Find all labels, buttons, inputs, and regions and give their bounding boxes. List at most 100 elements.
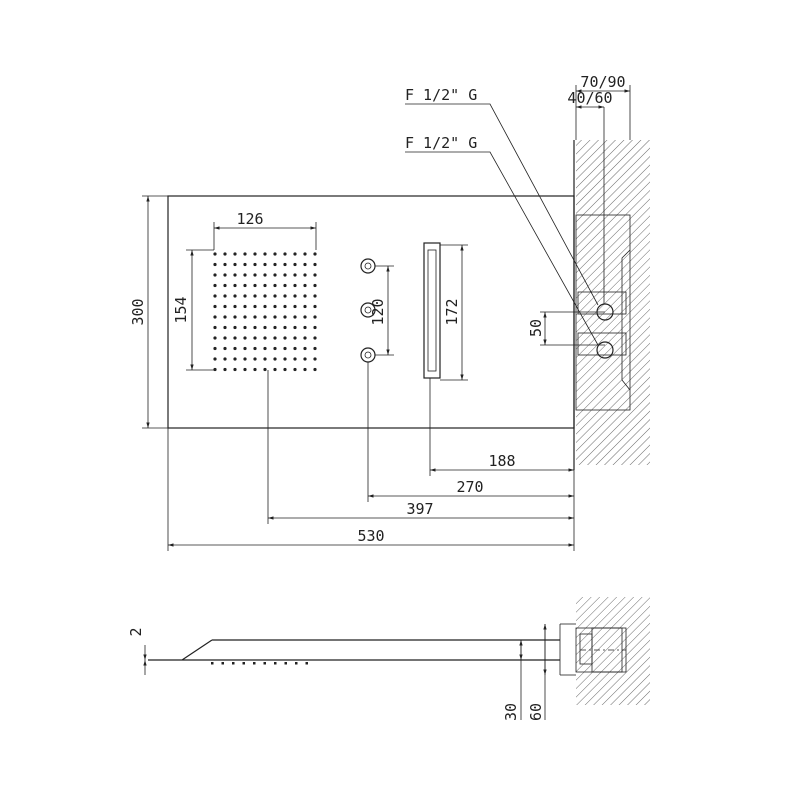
rain-nozzle bbox=[283, 252, 287, 256]
rain-nozzle bbox=[243, 346, 247, 351]
rain-nozzle bbox=[303, 367, 307, 372]
dim-height: 300 bbox=[129, 298, 147, 325]
rain-nozzle bbox=[283, 336, 287, 340]
rain-nozzle bbox=[213, 283, 217, 288]
dim-total-width: 530 bbox=[357, 527, 384, 545]
rain-nozzle bbox=[303, 346, 307, 351]
rain-nozzle bbox=[263, 273, 267, 277]
rain-nozzle bbox=[293, 252, 297, 256]
side-nozzle bbox=[232, 662, 235, 665]
inlet-2 bbox=[596, 341, 614, 359]
side-nozzle bbox=[284, 662, 287, 665]
rain-nozzle bbox=[253, 336, 257, 340]
rain-nozzle bbox=[293, 325, 297, 330]
rain-nozzle bbox=[263, 357, 267, 361]
rain-nozzle bbox=[213, 325, 217, 330]
rain-nozzle bbox=[253, 262, 257, 267]
rain-nozzle bbox=[233, 325, 237, 330]
rain-nozzle bbox=[233, 283, 237, 288]
panel-profile bbox=[148, 639, 560, 661]
rain-nozzle bbox=[213, 367, 217, 372]
wall-recess bbox=[575, 214, 631, 411]
rain-nozzle bbox=[253, 367, 257, 372]
dim-rain-offset: 397 bbox=[406, 500, 433, 518]
rain-nozzle bbox=[293, 336, 297, 340]
rain-nozzle bbox=[223, 273, 227, 277]
rain-nozzle bbox=[303, 294, 307, 298]
rain-nozzle bbox=[283, 304, 287, 309]
wall-section bbox=[576, 140, 650, 465]
rain-nozzle bbox=[243, 252, 247, 256]
rain-nozzle bbox=[283, 357, 287, 361]
rain-nozzle bbox=[253, 325, 257, 330]
rain-nozzle bbox=[253, 346, 257, 351]
rain-nozzle bbox=[273, 336, 277, 340]
side-nozzle bbox=[305, 662, 308, 665]
inlet-label-1: F 1/2" G bbox=[405, 86, 477, 104]
rain-nozzle bbox=[243, 294, 247, 298]
side-nozzle bbox=[221, 662, 224, 665]
rain-nozzle bbox=[263, 367, 267, 372]
rain-nozzle bbox=[303, 252, 307, 256]
rain-nozzle bbox=[303, 304, 307, 309]
rain-nozzle bbox=[243, 315, 247, 319]
rain-nozzle bbox=[243, 262, 247, 267]
rain-nozzle bbox=[263, 252, 267, 256]
waterfall-outlet bbox=[423, 242, 441, 379]
rain-nozzle bbox=[213, 294, 217, 298]
body-jet bbox=[360, 258, 376, 274]
rain-nozzle bbox=[223, 294, 227, 298]
rain-nozzle bbox=[223, 346, 227, 351]
rain-nozzle bbox=[293, 294, 297, 298]
rain-nozzle bbox=[303, 325, 307, 330]
rain-nozzle bbox=[233, 294, 237, 298]
side-nozzle bbox=[274, 662, 277, 665]
side-nozzle bbox=[253, 662, 256, 665]
rain-nozzle bbox=[223, 357, 227, 361]
rain-nozzle bbox=[223, 325, 227, 330]
dim-plate-thickness: 30 bbox=[502, 703, 520, 721]
rain-nozzle bbox=[263, 346, 267, 351]
rain-nozzle bbox=[243, 304, 247, 309]
dim-rain-height: 154 bbox=[172, 296, 190, 323]
rain-nozzle bbox=[233, 367, 237, 372]
rain-nozzle bbox=[273, 304, 277, 309]
rain-nozzle bbox=[313, 346, 317, 351]
rain-nozzle bbox=[303, 336, 307, 340]
rain-nozzle bbox=[263, 336, 267, 340]
rain-nozzle bbox=[283, 273, 287, 277]
rain-nozzle bbox=[303, 357, 307, 361]
rain-nozzle bbox=[283, 315, 287, 319]
rain-nozzle bbox=[313, 304, 317, 309]
rain-nozzle bbox=[273, 283, 277, 288]
rain-nozzle bbox=[213, 315, 217, 319]
rain-nozzle bbox=[243, 273, 247, 277]
rain-nozzle bbox=[273, 325, 277, 330]
rain-nozzle bbox=[213, 262, 217, 267]
rain-nozzle bbox=[223, 367, 227, 372]
rain-nozzle bbox=[293, 283, 297, 288]
rain-nozzle bbox=[273, 367, 277, 372]
rain-nozzle bbox=[233, 346, 237, 351]
rain-nozzle bbox=[213, 357, 217, 361]
side-dimension-lines bbox=[143, 624, 547, 720]
body-jet bbox=[360, 347, 376, 363]
rain-nozzle bbox=[283, 262, 287, 267]
rain-nozzle bbox=[293, 346, 297, 351]
rain-nozzle bbox=[283, 283, 287, 288]
rain-nozzle bbox=[273, 357, 277, 361]
rain-nozzle bbox=[293, 367, 297, 372]
rain-nozzle bbox=[213, 336, 217, 340]
rain-nozzle bbox=[313, 283, 317, 288]
rain-nozzle bbox=[283, 294, 287, 298]
side-nozzle bbox=[211, 662, 214, 665]
dim-flange-height: 60 bbox=[527, 703, 545, 721]
rain-nozzle-grid bbox=[213, 252, 317, 372]
rain-nozzle bbox=[223, 283, 227, 288]
rain-nozzle bbox=[233, 262, 237, 267]
rain-nozzle bbox=[233, 304, 237, 309]
dim-jets-spacing: 120 bbox=[369, 298, 387, 325]
wall-section-side bbox=[576, 597, 650, 705]
rain-nozzle bbox=[303, 315, 307, 319]
side-nozzle bbox=[263, 662, 266, 665]
